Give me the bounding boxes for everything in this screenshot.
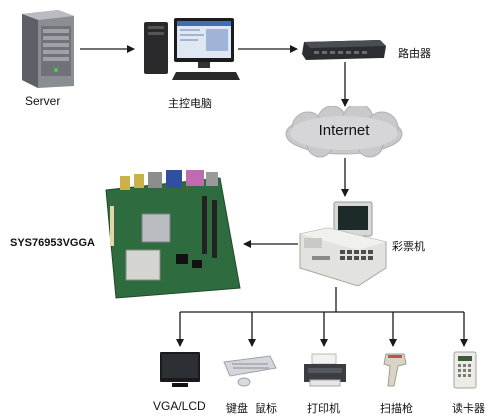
internet-node: Internet — [278, 103, 410, 160]
monitor-icon — [160, 352, 200, 387]
peripheral-keyboard-mouse — [222, 352, 278, 388]
pc-node — [140, 14, 240, 84]
keyboard-mouse-icon — [223, 355, 277, 387]
internet-label: Internet — [318, 122, 370, 139]
peripheral-label-vga: VGA/LCD — [153, 399, 206, 413]
router-node — [300, 38, 388, 64]
peripheral-label-keyboard-mouse: 键盘 鼠标 — [226, 402, 277, 415]
peripheral-scanner — [380, 350, 410, 390]
cloud-icon — [285, 103, 403, 158]
card-reader-icon — [453, 351, 477, 389]
router-label: 路由器 — [398, 47, 431, 60]
server-label: Server — [25, 94, 61, 108]
lottery-node — [298, 198, 388, 288]
lottery-label: 彩票机 — [392, 240, 425, 253]
router-icon — [302, 40, 386, 60]
board-label: SYS76953VGGA — [10, 237, 95, 249]
peripheral-label-cardreader: 读卡器 — [452, 402, 485, 415]
motherboard-icon — [105, 170, 241, 299]
board-node — [102, 166, 242, 301]
peripheral-vga — [158, 350, 202, 390]
pc-label: 主控电脑 — [168, 97, 212, 110]
lottery-terminal-icon — [299, 201, 387, 287]
barcode-scanner-icon — [383, 353, 407, 387]
peripheral-label-printer: 打印机 — [307, 402, 340, 415]
peripheral-label-scanner: 扫描枪 — [380, 402, 413, 415]
server-node — [14, 8, 84, 88]
peripheral-cardreader — [452, 350, 478, 390]
server-icon — [22, 10, 74, 88]
peripheral-printer — [302, 350, 348, 390]
desktop-computer-icon — [144, 18, 240, 80]
printer-icon — [304, 353, 346, 387]
